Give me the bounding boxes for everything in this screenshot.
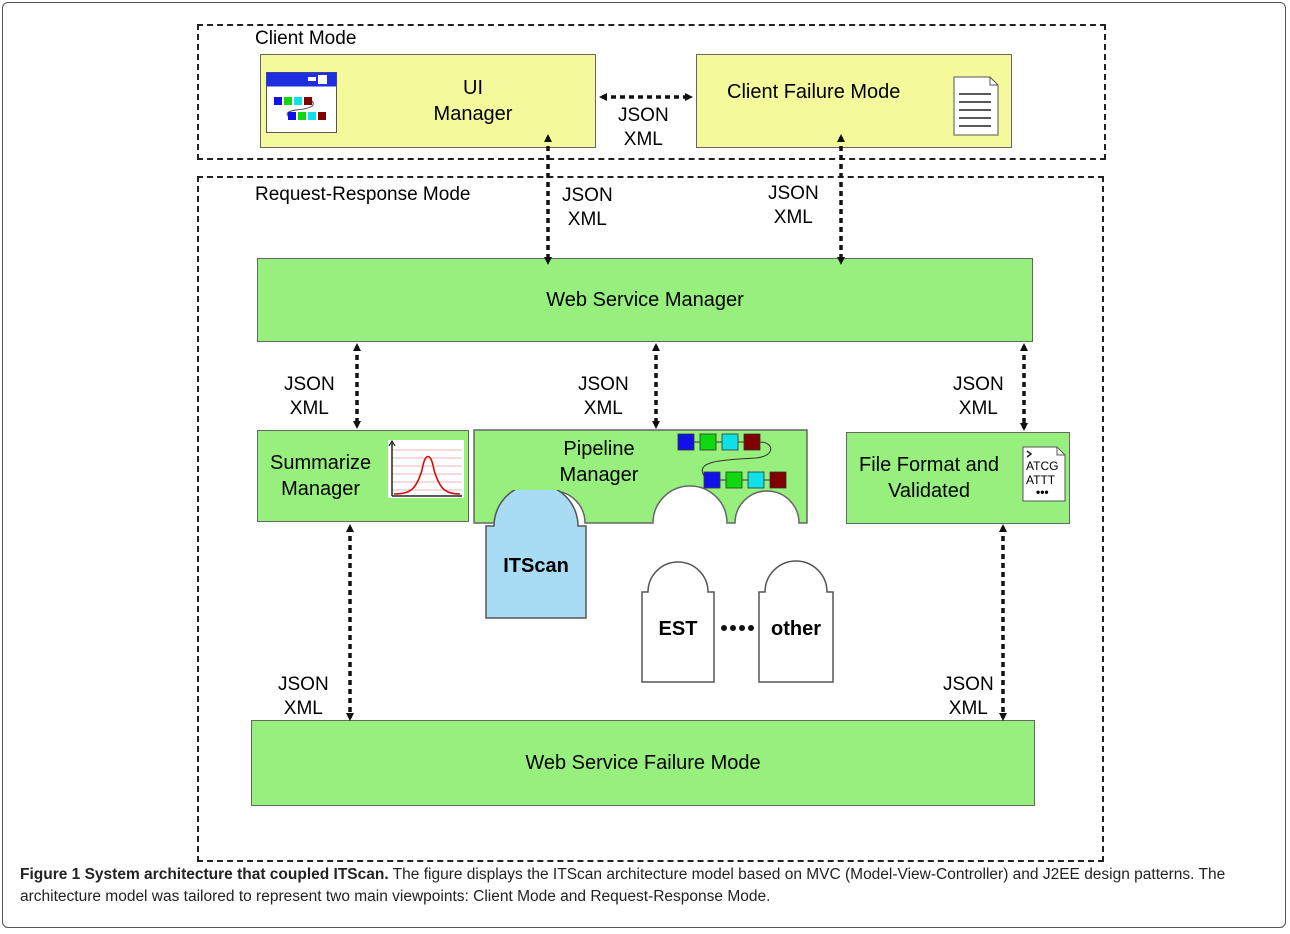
sequence-line-1: ATCG [1026,459,1059,473]
document-icon [953,76,999,136]
sequence-file-icon: ATCG ATTT ••• [1022,446,1066,502]
summarize-manager-label: Summarize Manager [270,452,372,500]
itscan-plugin [485,490,587,619]
figure-caption: Figure 1 System architecture that couple… [20,864,1270,908]
file-format-label: File Format and Validated [859,454,1000,502]
sequence-line-3: ••• [1036,485,1049,499]
ui-manager-label: UI Manager [433,77,513,125]
other-plugin [758,560,834,683]
other-label: other [771,618,821,640]
est-plugin [641,561,715,683]
web-service-manager-label: Web Service Manager [546,289,744,311]
caption-text: The figure displays the ITScan architect… [20,866,1226,905]
web-service-manager-box: Web Service Manager [257,258,1033,342]
caption-title: Figure 1 System architecture that couple… [20,866,389,883]
pipeline-beads-icon [677,433,787,489]
ui-manager-box: UI Manager [260,54,596,148]
client-mode-zone [197,24,1106,160]
pipeline-manager-label: Pipeline Manager [559,438,639,486]
request-response-label: Request-Response Mode [255,184,471,205]
request-response-zone [197,176,1104,862]
web-service-failure-mode-box: Web Service Failure Mode [251,720,1035,806]
client-failure-mode-label: Client Failure Mode [727,81,901,103]
sequence-line-2: ATTT [1026,473,1056,487]
web-service-failure-mode-label: Web Service Failure Mode [525,752,761,774]
itscan-label: ITScan [503,555,569,577]
plugin-ellipsis [721,625,754,631]
gaussian-chart-icon [388,440,464,498]
est-label: EST [658,618,698,640]
window-icon [266,72,337,133]
client-mode-label: Client Mode [255,28,357,49]
